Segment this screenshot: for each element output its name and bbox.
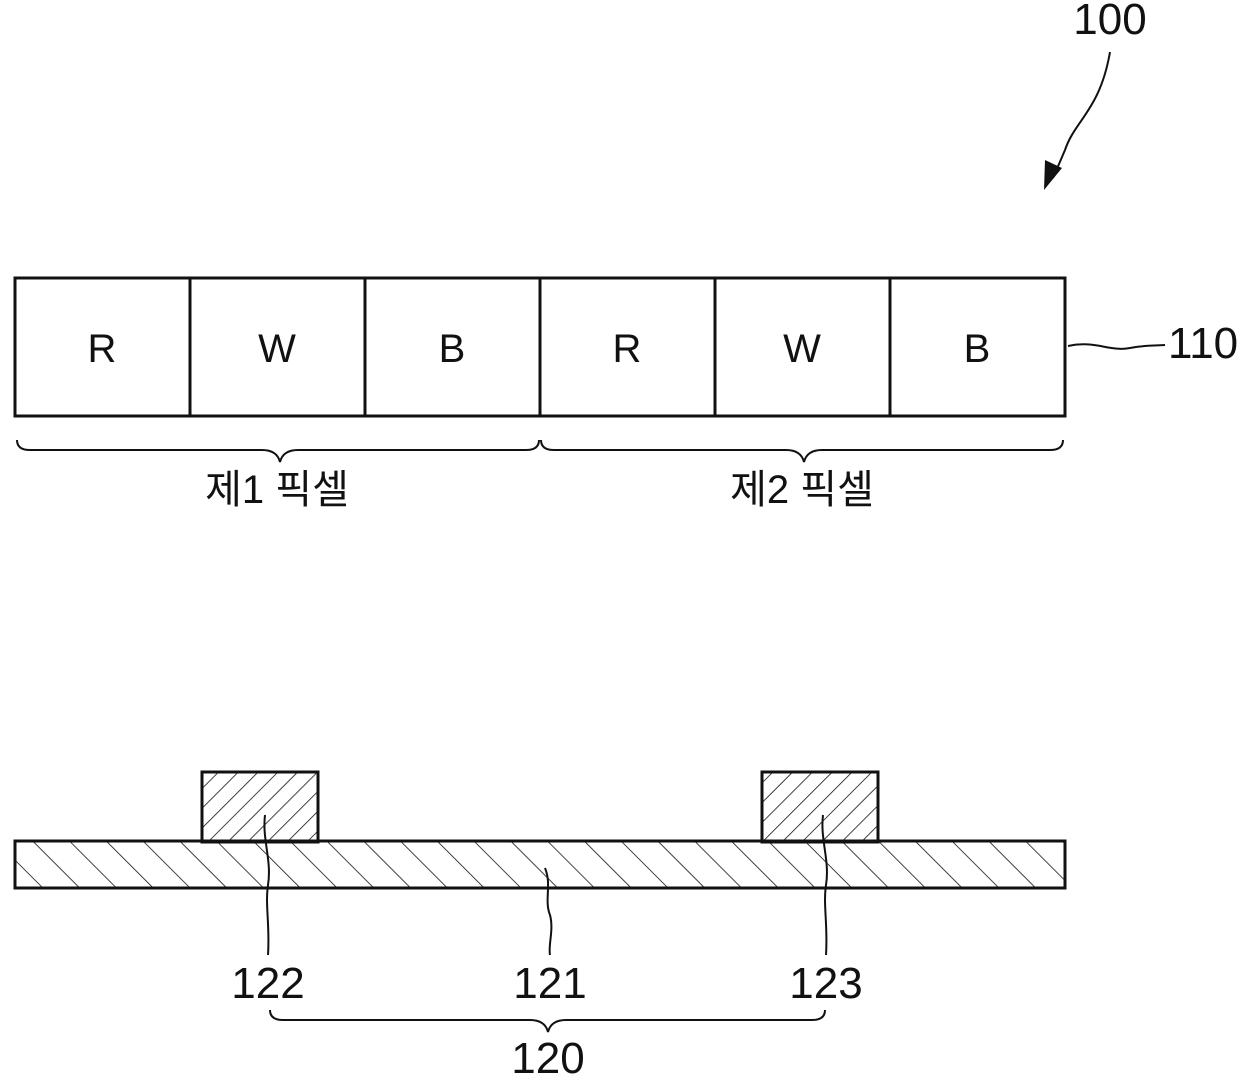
- cell-label-w-1: W: [258, 327, 296, 371]
- cell-label-b-2: B: [964, 327, 991, 371]
- brace-first-pixel: [17, 440, 539, 462]
- leader-110: [1068, 344, 1165, 349]
- ref-label-120: 120: [511, 1034, 584, 1078]
- cell-label-b-1: B: [439, 327, 466, 371]
- left-block: [202, 772, 318, 842]
- right-block: [762, 772, 878, 842]
- lower-structure: [15, 772, 1065, 888]
- filter-row: R W B R W B: [15, 278, 1065, 416]
- cell-label-w-2: W: [783, 327, 821, 371]
- arrow-100-curve: [1053, 52, 1110, 178]
- ref-label-123: 123: [789, 959, 862, 1008]
- pixel-group-label-2: 제2 픽셀: [730, 468, 874, 512]
- ref-label-121: 121: [513, 959, 586, 1008]
- cell-label-r-2: R: [613, 327, 642, 371]
- ref-label-122: 122: [231, 959, 304, 1008]
- brace-second-pixel: [541, 440, 1063, 462]
- cell-label-r-1: R: [88, 327, 117, 371]
- brace-120: [270, 1010, 825, 1032]
- ref-label-100: 100: [1073, 0, 1146, 44]
- pixel-group-label-1: 제1 픽셀: [205, 468, 349, 512]
- ref-label-110: 110: [1168, 319, 1238, 368]
- substrate: [15, 841, 1065, 888]
